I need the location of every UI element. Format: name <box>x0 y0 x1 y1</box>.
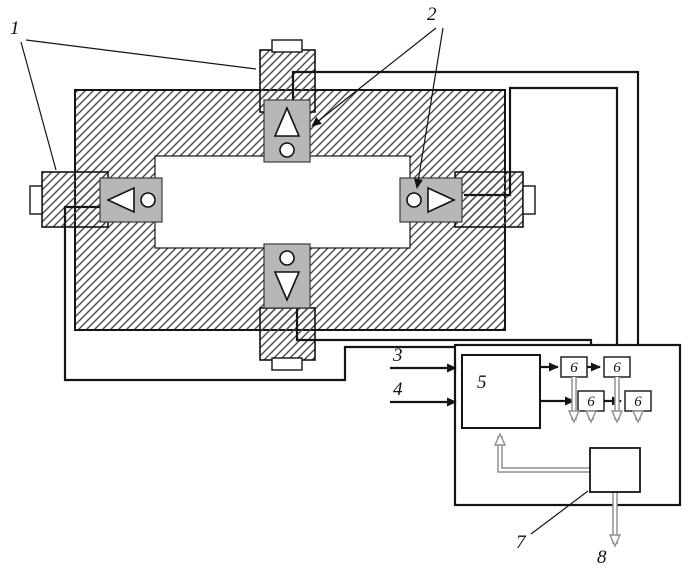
pivot-circle-top <box>279 142 295 158</box>
signal-arrows <box>500 377 638 544</box>
wire-top-drive <box>291 70 643 389</box>
leader-1-left <box>20 41 57 171</box>
support-block-right <box>454 171 524 228</box>
mount-tab-right <box>522 185 536 215</box>
label-converter-c: 6 <box>587 394 595 410</box>
pivot-circle-bottom <box>279 250 295 266</box>
nozzle-triangle-left <box>106 186 135 214</box>
mount-tab-top <box>271 39 303 53</box>
signal-7-to-5 <box>500 436 590 472</box>
drive-units <box>99 99 463 309</box>
support-block-bottom <box>259 307 316 361</box>
label-supports: 1 <box>10 18 20 39</box>
label-drives: 2 <box>427 4 437 25</box>
nozzle-triangle-up <box>273 105 301 137</box>
control-unit-box <box>461 354 541 429</box>
label-converter-a: 6 <box>570 360 578 376</box>
nozzle-triangle-right <box>427 186 456 214</box>
mount-tab-bottom <box>271 357 303 371</box>
label-input-4: 4 <box>393 379 403 400</box>
label-computer: 7 <box>516 532 527 553</box>
label-output-8: 8 <box>597 547 607 568</box>
mount-tab-left <box>29 185 43 215</box>
label-converter-d: 6 <box>634 394 642 410</box>
label-input-3: 3 <box>392 345 403 366</box>
pivot-circle-left <box>140 192 156 208</box>
computer-box <box>589 447 641 493</box>
label-control-unit: 5 <box>477 372 487 393</box>
leader-2-right <box>414 27 444 189</box>
leader-7 <box>530 490 589 535</box>
label-converter-b: 6 <box>613 360 621 376</box>
leader-1-top <box>25 39 257 70</box>
wire-right-drive <box>464 86 622 354</box>
support-block-left <box>41 171 109 228</box>
nozzle-triangle-down <box>273 271 301 303</box>
leader-2-top <box>311 27 437 127</box>
pivot-circle-right <box>406 192 422 208</box>
inner-cavity <box>154 155 411 249</box>
